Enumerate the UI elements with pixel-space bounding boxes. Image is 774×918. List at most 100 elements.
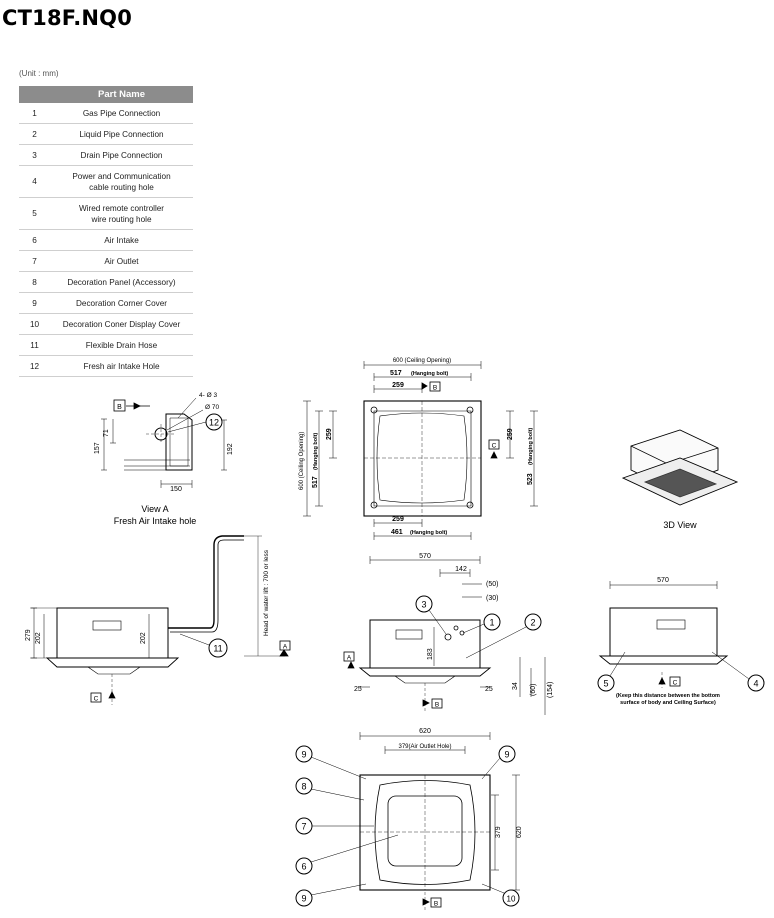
middle-side-view: 570 142 (50) (30) 183 25 25 34 (60) (154… (343, 553, 554, 715)
callout-2-text: 2 (530, 618, 535, 628)
mid-panel (358, 667, 492, 677)
left-panel-base (87, 666, 141, 675)
dim-600-top (363, 361, 482, 369)
bottom-view: 620 379(Air Outlet Hole) 379 620 B 9 8 7… (295, 728, 523, 912)
callout-11-text: 11 (213, 644, 222, 654)
3d-view: 3D View (621, 429, 739, 530)
dim-150-text: 150 (170, 486, 182, 493)
callout-9c (498, 745, 516, 763)
unit-note: (Unit : mm) (19, 69, 59, 78)
part-number: 8 (19, 271, 50, 293)
dim-600-left (303, 400, 311, 517)
callout-11 (208, 638, 228, 658)
table-header-row: Part Name (19, 86, 193, 103)
mid-body (369, 619, 481, 669)
left-window (92, 620, 122, 631)
ref-box-b3 (431, 698, 443, 709)
panel-centerline (360, 775, 490, 890)
part-name: Air Intake (50, 229, 193, 251)
dim-570-right (609, 581, 718, 589)
part-number: 4 (19, 165, 50, 198)
ceiling-opening-h: 600 (Ceiling Opening) (299, 432, 305, 490)
keep-note-2: surface of body and Ceiling Surface) (620, 700, 716, 706)
part-number: 5 (19, 197, 50, 230)
part-name: Air Outlet (50, 250, 193, 272)
dim-379-top (384, 746, 466, 754)
callout-4-text: 4 (753, 679, 758, 689)
drain-hose-2 (170, 539, 244, 633)
c-arrow-left (108, 691, 116, 699)
hole-spec-1: 4- Ø 3 (199, 392, 217, 399)
dim-620-top-text: 620 (419, 728, 431, 735)
air-outlet-hole: 379(Air Outlet Hole) (398, 744, 451, 750)
b-arrow-mid (422, 699, 430, 707)
right-panel (598, 655, 729, 665)
page-title: CT18F.NQ0 (2, 6, 133, 30)
part-name: Flexible Drain Hose (50, 334, 193, 356)
hanging-bolt-left: (Hanging bolt) (313, 433, 319, 470)
dim-517-left (315, 410, 323, 507)
leader-9c (481, 757, 501, 780)
dim-71-text: 71 (103, 429, 110, 437)
dim-142-text: 142 (455, 566, 467, 573)
view-a: B 4- Ø 3 Ø 70 12 157 71 192 150 View A F… (94, 392, 234, 526)
ref-box-a1 (279, 640, 291, 651)
callout-10-text: 10 (507, 895, 516, 904)
top-view: 600 (Ceiling Opening) 517 (Hanging bolt)… (299, 358, 538, 540)
view-a-subtitle: Fresh Air Intake hole (114, 516, 197, 526)
ceiling-opening-w: 600 (Ceiling Opening) (393, 358, 451, 364)
dim-259-left (329, 410, 337, 459)
callout-9a-text: 9 (301, 750, 306, 760)
ref-box-c1 (488, 439, 500, 450)
callout-6 (295, 857, 313, 875)
part-name: Fresh air Intake Hole (50, 355, 193, 377)
ref-box-a2 (343, 651, 355, 662)
hole-spec-2: Ø 70 (205, 404, 219, 411)
top-octagon (376, 412, 468, 504)
dim-verticals (519, 657, 546, 715)
part-number: 7 (19, 250, 50, 272)
hanging-bolt-bottom: (Hanging bolt) (410, 530, 447, 536)
left-side-view: 279 202 202 Head of water lift : 700 or … (25, 535, 291, 705)
callout-5-text: 5 (603, 679, 608, 689)
view-a-title: View A (141, 504, 168, 514)
dim-50-30 (462, 583, 482, 598)
dim-192 (221, 419, 227, 471)
top-outer (363, 400, 482, 517)
drain-hose (168, 535, 244, 629)
dim-60-text: (60) (530, 684, 537, 696)
leader-9a (310, 756, 367, 780)
ref-box-c2 (90, 692, 102, 703)
callout-9a (295, 745, 313, 763)
dim-25a-text: 25 (354, 686, 362, 693)
leader-4 (711, 651, 750, 680)
view-a-flange (124, 459, 190, 471)
callout-2 (524, 613, 542, 631)
leader-2 (465, 626, 527, 659)
ref-c1: C (492, 443, 497, 450)
num-header (19, 86, 50, 103)
dim-157-text: 157 (94, 442, 101, 454)
ref-arrow (133, 402, 141, 410)
callout-6-text: 6 (301, 862, 306, 872)
dim-279-text: 279 (25, 629, 32, 641)
part-number: 11 (19, 334, 50, 356)
dim-50-text: (50) (486, 581, 498, 588)
callout-3-text: 3 (421, 600, 426, 610)
dim-water-lift (244, 535, 285, 657)
callout-5 (597, 674, 615, 692)
part-name: Drain Pipe Connection (50, 144, 193, 166)
callout-9c-text: 9 (504, 750, 509, 760)
callout-3 (415, 595, 433, 613)
dim-523-right-text: 523 (527, 473, 534, 485)
a-arrow-2 (347, 661, 355, 669)
leader-6 (310, 834, 399, 863)
